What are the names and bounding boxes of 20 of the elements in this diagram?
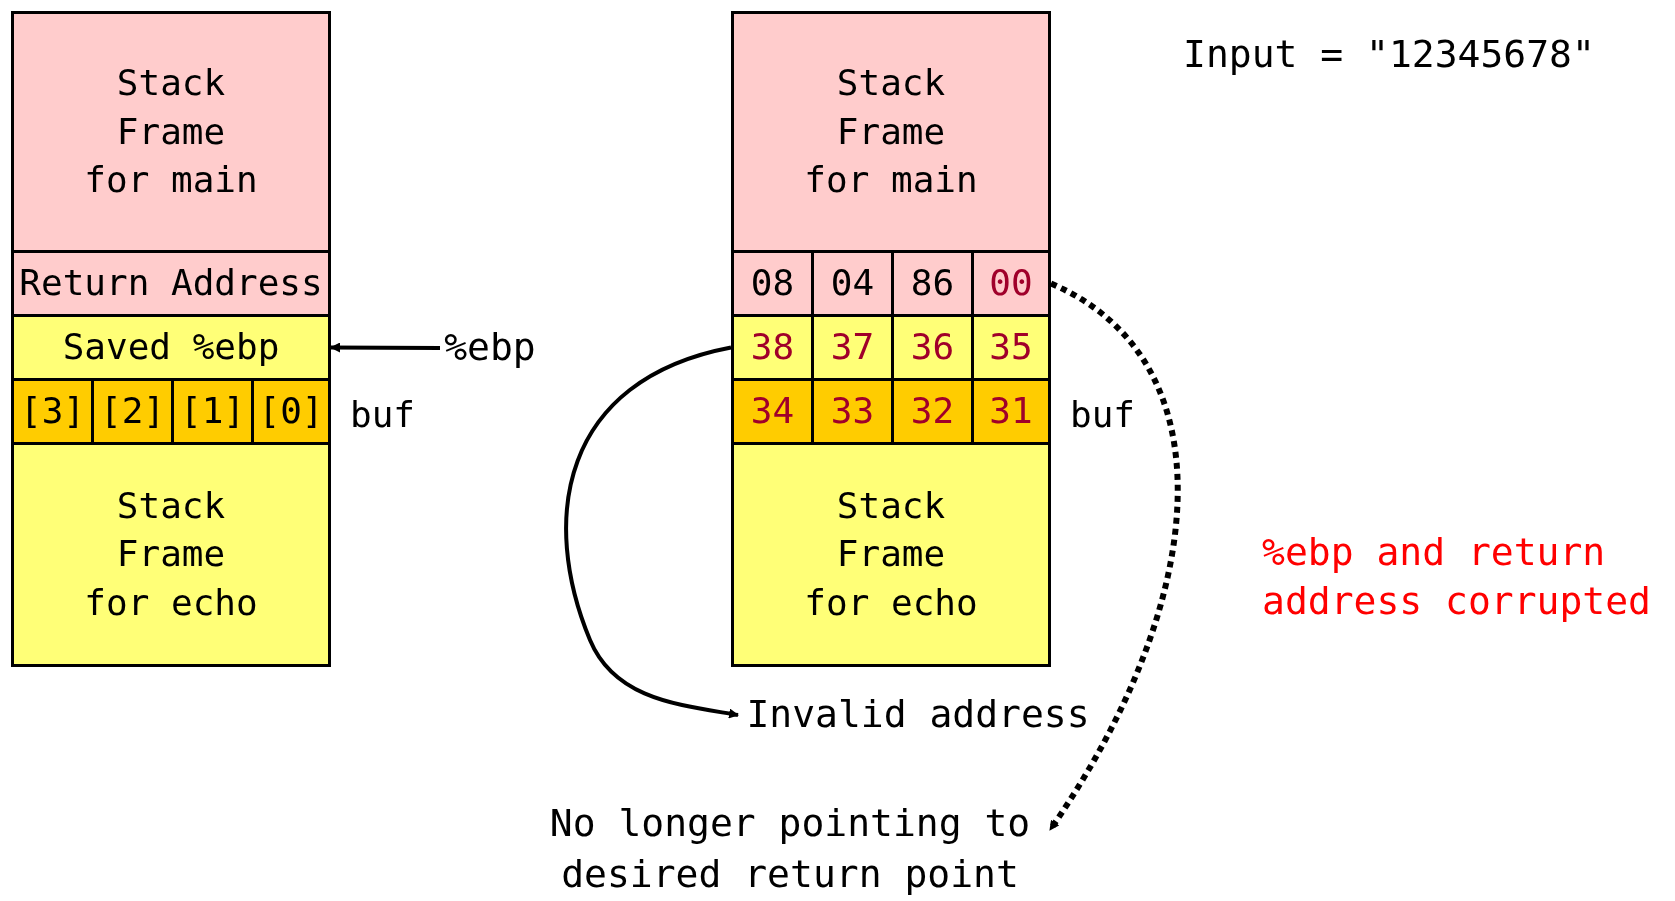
- dotted-arrow: [1047, 280, 1181, 832]
- stack-cell: Saved %ebp: [11, 314, 331, 381]
- arrow: [564, 345, 739, 719]
- stack-cell: Return Address: [11, 250, 331, 317]
- corruption-note: %ebp and return address corrupted: [1262, 529, 1652, 626]
- stack-frame-box: Stack Frame for main: [11, 11, 331, 253]
- stack-frame-box: Stack Frame for echo: [731, 442, 1051, 667]
- buffer-label: buf: [1070, 393, 1136, 437]
- annotation-text: %ebp: [440, 328, 540, 368]
- buffer-label: buf: [350, 393, 416, 437]
- input-note: Input = "12345678": [1183, 31, 1595, 78]
- arrow: [330, 342, 440, 353]
- stack-cell: [0]: [251, 378, 331, 445]
- stack-frame-box: Stack Frame for echo: [11, 442, 331, 667]
- annotation-text: Invalid address: [738, 690, 1098, 740]
- stack-cell: 00: [971, 250, 1051, 317]
- stack-cell: 31: [971, 378, 1051, 445]
- stack-cell: 35: [971, 314, 1051, 381]
- annotation-text: No longer pointing to desired return point: [530, 800, 1050, 898]
- stack-frame-box: Stack Frame for main: [731, 11, 1051, 253]
